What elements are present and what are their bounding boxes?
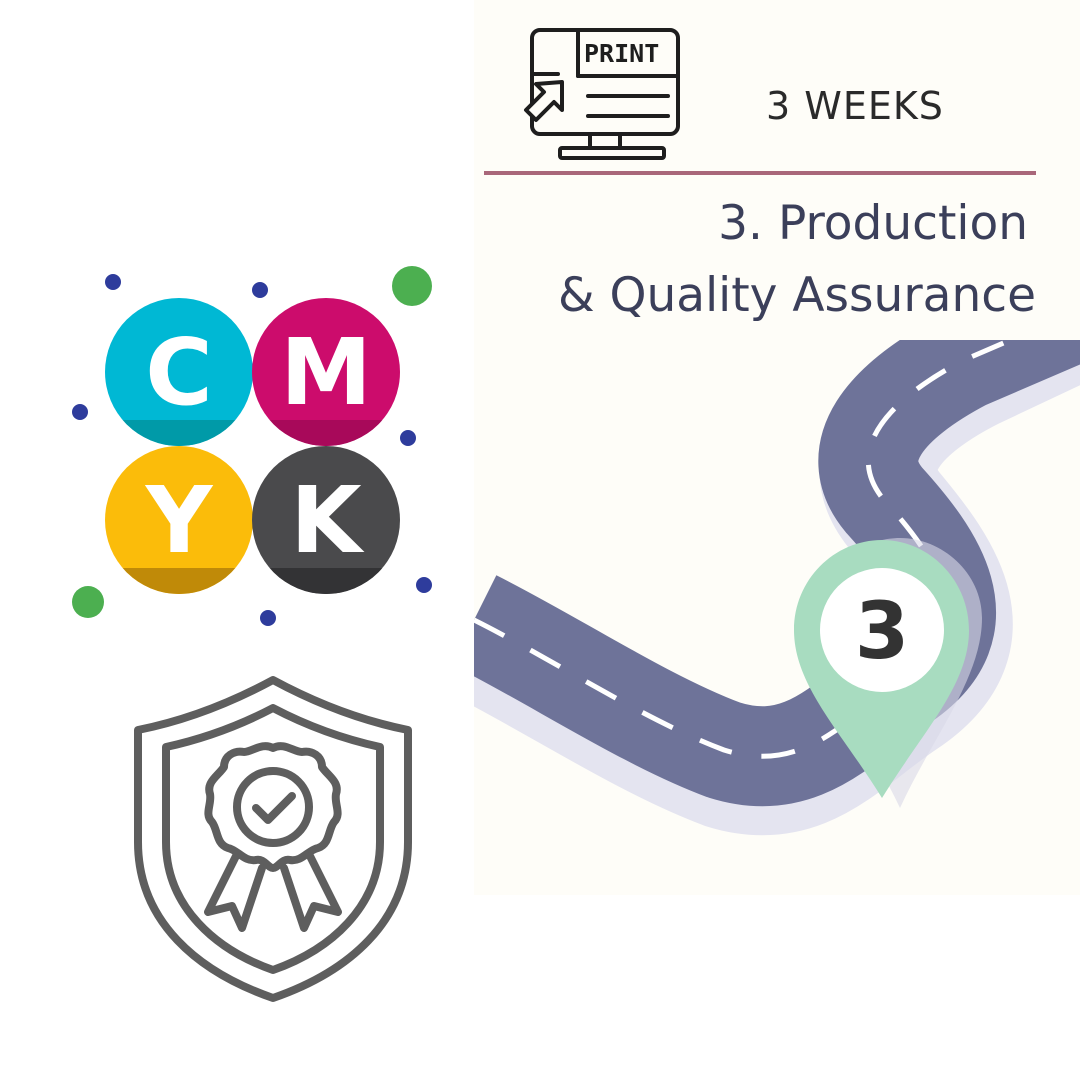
road-illustration: 3 xyxy=(474,340,1080,836)
cmyk-circle-magenta: M xyxy=(252,298,400,446)
pin-number: 3 xyxy=(855,587,909,677)
decor-dot xyxy=(400,430,416,446)
cmyk-letter-y: Y xyxy=(145,467,214,574)
decor-dot xyxy=(72,404,88,420)
decor-dot xyxy=(392,266,432,306)
cmyk-letter-m: M xyxy=(280,319,372,426)
decor-dot xyxy=(260,610,276,626)
step-title-line-2: & Quality Assurance xyxy=(557,268,1036,323)
cmyk-letter-c: C xyxy=(145,319,213,426)
print-monitor-icon: PRINT xyxy=(524,28,680,160)
print-label: PRINT xyxy=(584,39,659,68)
cmyk-circle-cyan: C xyxy=(105,298,253,446)
decor-dot xyxy=(416,577,432,593)
step-title-line-1: 3. Production xyxy=(718,196,1028,251)
decor-dot xyxy=(72,586,104,618)
decor-dot xyxy=(105,274,121,290)
quality-shield-badge-icon xyxy=(134,676,412,1002)
cmyk-circle-black: K xyxy=(252,446,400,594)
decor-dot xyxy=(252,282,268,298)
duration-label: 3 WEEKS xyxy=(766,84,944,128)
header-divider xyxy=(484,171,1036,175)
cmyk-letter-k: K xyxy=(290,467,365,574)
cmyk-logo: C M Y K xyxy=(72,266,432,626)
map-pin-icon: 3 xyxy=(794,540,969,798)
cmyk-circle-yellow: Y xyxy=(105,446,253,594)
